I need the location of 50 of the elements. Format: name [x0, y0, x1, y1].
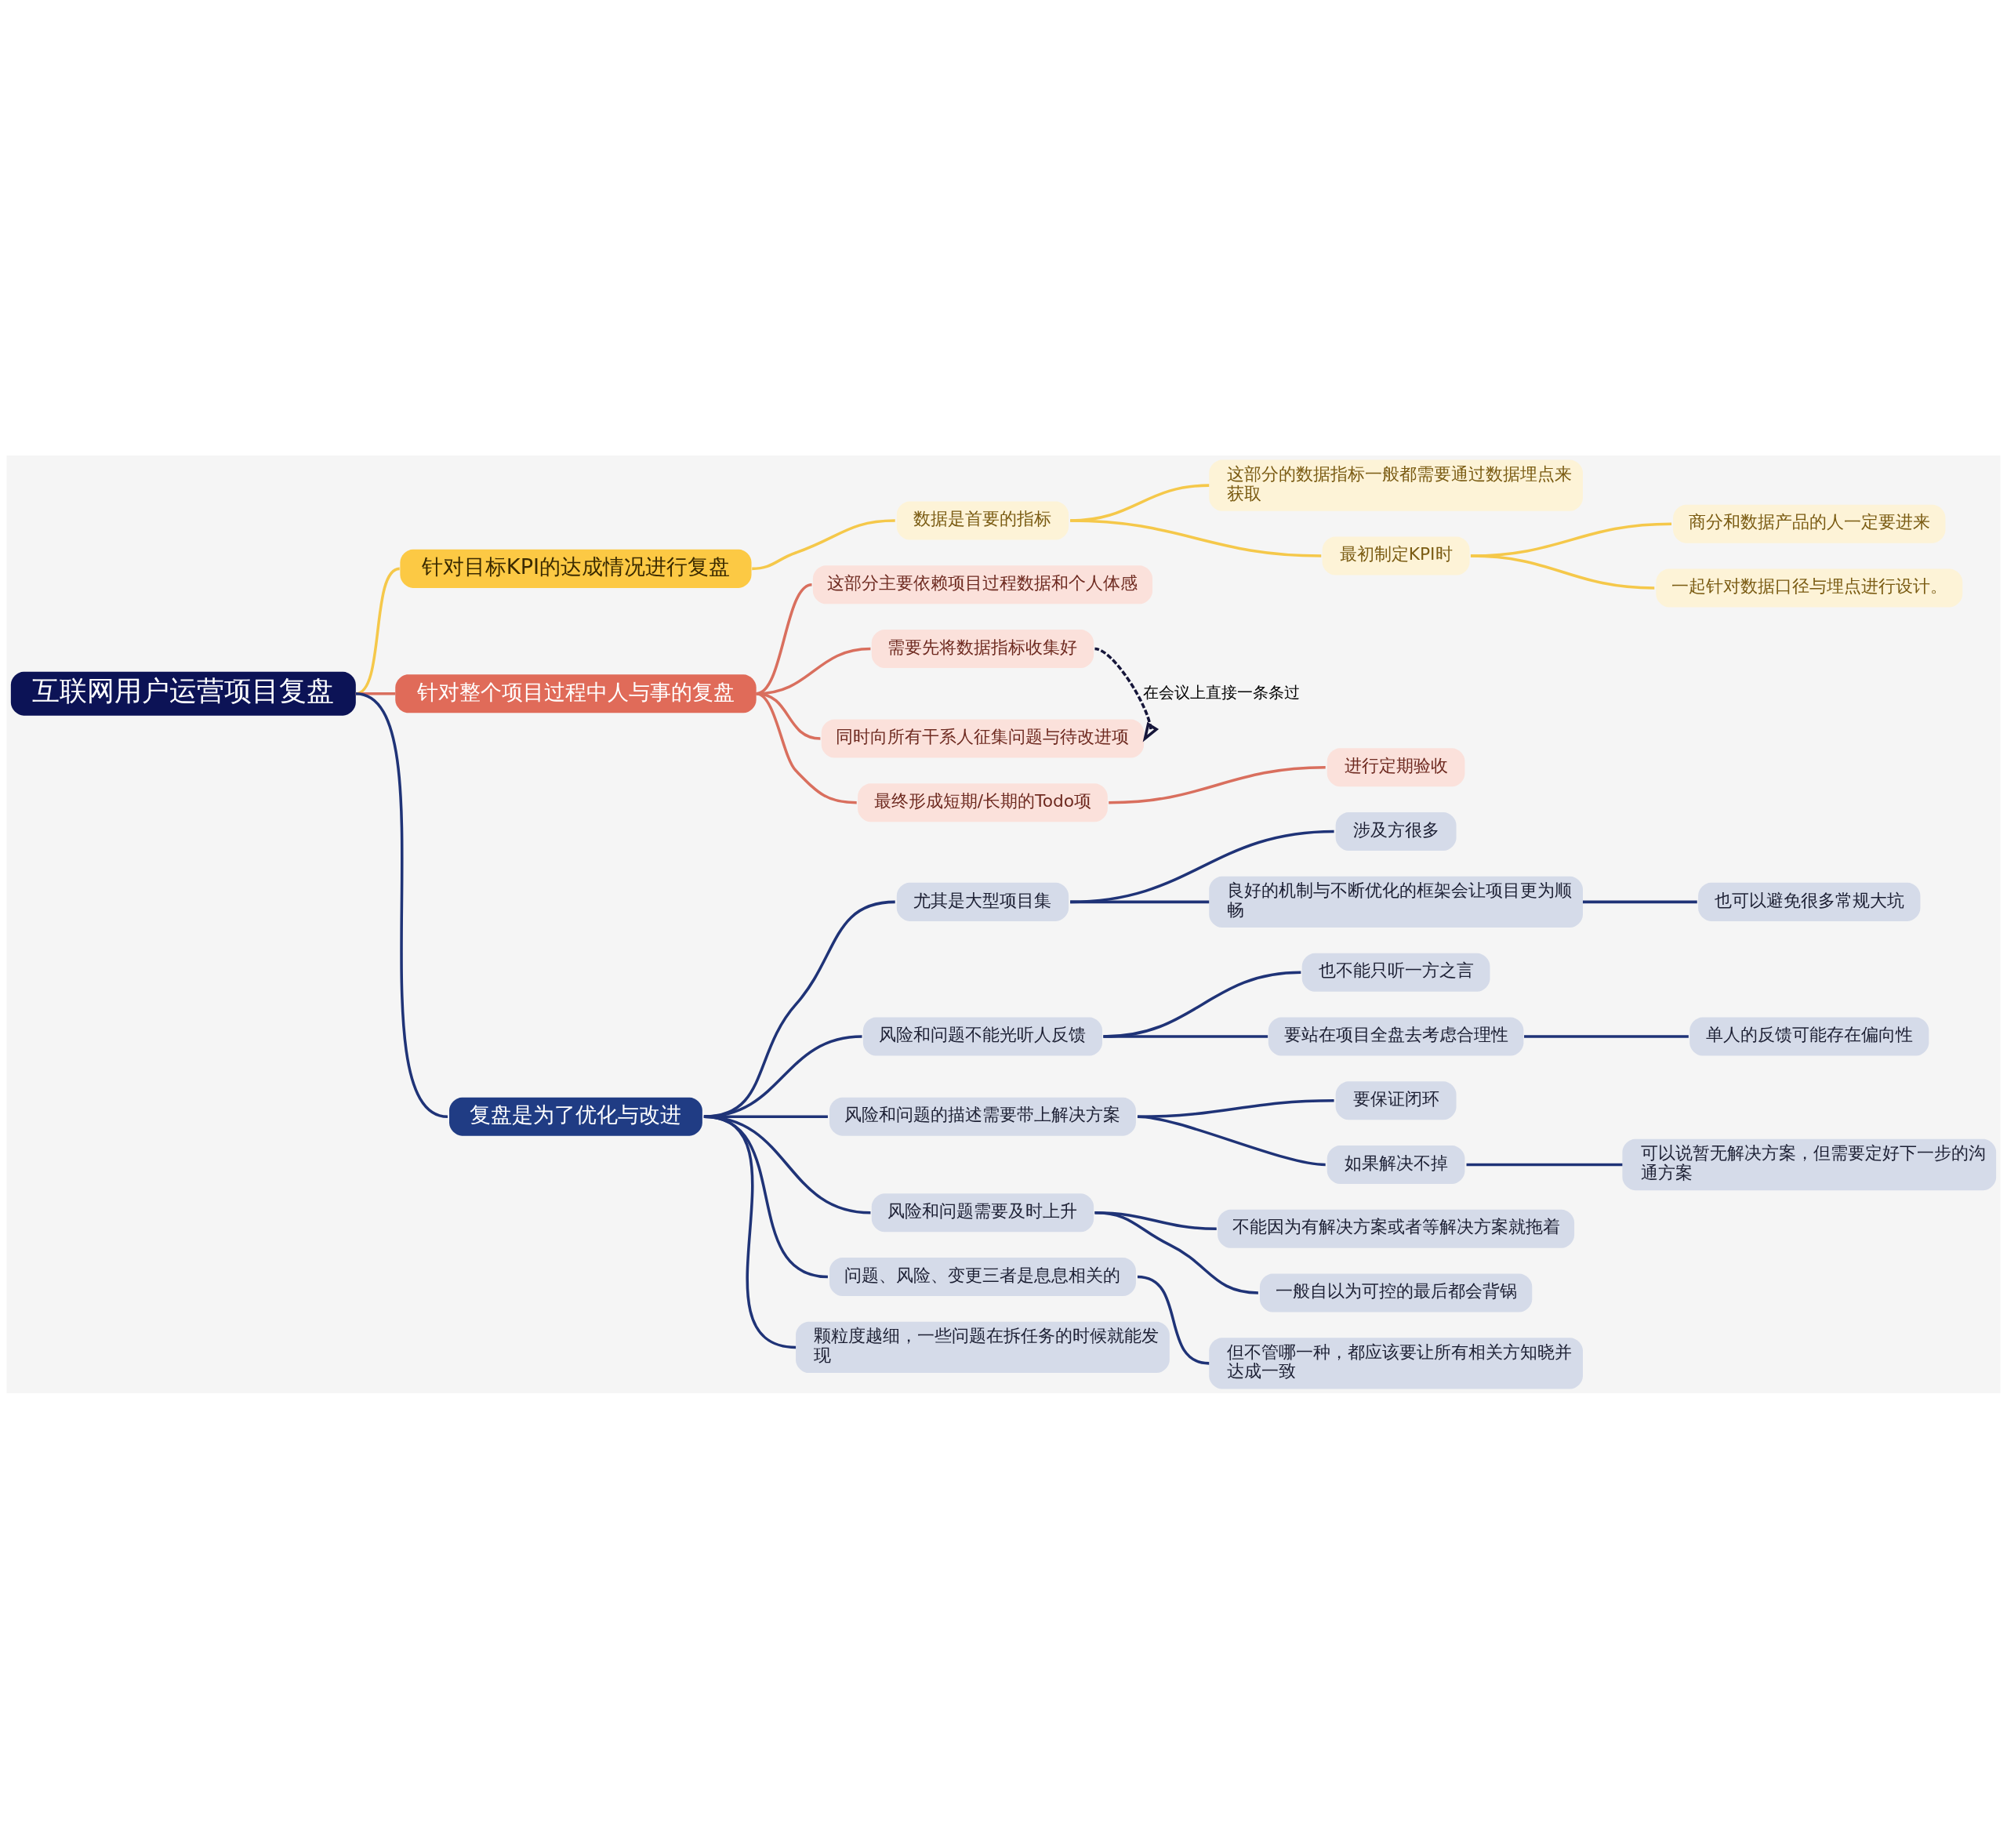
node-box: 最终形成短期/长期的Todo项: [858, 782, 1108, 822]
connector: [703, 1114, 797, 1349]
node-box: 商分和数据产品的人一定要进来: [1673, 504, 1946, 543]
node-box: 风险和问题需要及时上升: [871, 1193, 1094, 1232]
node-box: 可以说暂无解决方案，但需要定好下一步的沟通方案: [1622, 1138, 1997, 1190]
node-box: 良好的机制与不断优化的框架会让项目更为顺畅: [1209, 876, 1583, 928]
connector: [1070, 830, 1334, 903]
node-box: 尤其是大型项目集: [896, 882, 1069, 921]
node-box: 进行定期验收: [1327, 747, 1465, 786]
node-box: 也不能只听一方之言: [1301, 953, 1490, 992]
node-box: 这部分主要依赖项目过程数据和个人体感: [812, 565, 1153, 604]
connector: [1070, 518, 1322, 557]
arrow: [1094, 647, 1160, 742]
connector: [1109, 765, 1326, 804]
connector: [1470, 554, 1655, 590]
node-box: 数据是首要的指标: [896, 501, 1069, 540]
node-box: 复盘是为了优化与改进: [449, 1097, 702, 1136]
node-box: 问题、风险、变更三者是息息相关的: [829, 1257, 1136, 1296]
node-box: 涉及方很多: [1335, 811, 1457, 851]
connector: [1070, 900, 1210, 903]
node-box: 颗粒度越细，一些问题在拆任务的时候就能发现: [796, 1321, 1170, 1373]
node-box: 同时向所有干系人征集问题与待改进项: [821, 718, 1145, 757]
node-box: 针对目标KPI的达成情况进行复盘: [400, 549, 752, 588]
connector: [1583, 900, 1697, 903]
node-box: 要站在项目全盘去考虑合理性: [1268, 1017, 1524, 1056]
connector: [756, 692, 857, 804]
node-box: 互联网用户运营项目复盘: [10, 671, 356, 716]
connector: [1137, 1114, 1326, 1166]
node-box: 风险和问题不能光听人反馈: [862, 1017, 1102, 1056]
node-box: 一起针对数据口径与埋点进行设计。: [1656, 568, 1963, 607]
node-box: 针对整个项目过程中人与事的复盘: [395, 673, 757, 713]
edge-label: 在会议上直接一条条过: [1142, 682, 1300, 702]
node-box: 如果解决不掉: [1327, 1145, 1465, 1184]
node-box: 这部分的数据指标一般都需要通过数据埋点来获取: [1209, 459, 1583, 511]
node-box: 不能因为有解决方案或者等解决方案就拖着: [1218, 1209, 1575, 1248]
node-box: 要保证闭环: [1335, 1080, 1457, 1120]
connector: [1524, 1034, 1689, 1038]
node-box: 最初制定KPI时: [1322, 536, 1470, 575]
connector: [1103, 1034, 1268, 1038]
node-box: 风险和问题的描述需要带上解决方案: [829, 1097, 1136, 1136]
connector: [1466, 1163, 1623, 1166]
node-box: 一般自以为可控的最后都会背锅: [1259, 1273, 1533, 1312]
node-box: 也可以避免很多常规大坑: [1698, 882, 1921, 921]
node-box: 需要先将数据指标收集好: [871, 629, 1094, 668]
node-box: 单人的反馈可能存在偏向性: [1689, 1017, 1929, 1056]
connector: [1137, 1275, 1210, 1365]
node-box: 但不管哪一种，都应该要让所有相关方知晓并达成一致: [1209, 1337, 1583, 1389]
connector: [1094, 1211, 1258, 1294]
connector: [752, 518, 895, 570]
connector: [1103, 971, 1301, 1038]
